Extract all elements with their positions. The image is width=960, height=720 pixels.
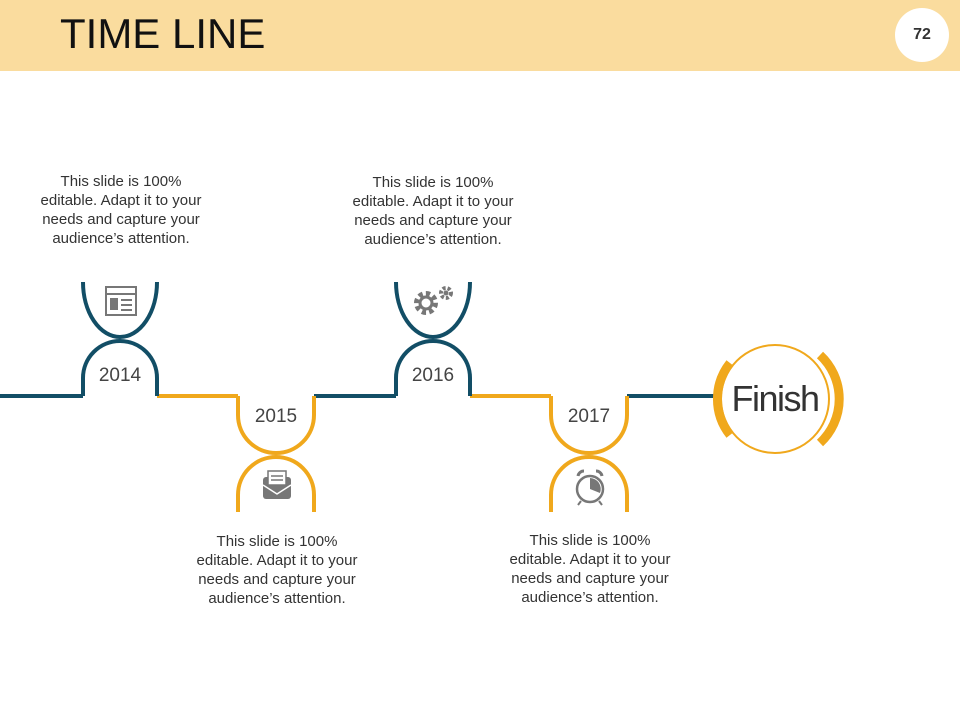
finish-right-accent xyxy=(816,351,844,447)
milestone-2015-year: 2015 xyxy=(254,406,298,427)
page-number-badge: 72 xyxy=(889,2,955,68)
milestone-2016-description: This slide is 100% editable. Adapt it to… xyxy=(352,174,514,248)
milestone-2016-shape xyxy=(394,281,472,396)
milestone-2015-shape xyxy=(236,396,316,512)
milestone-2015-lower-arc xyxy=(236,455,316,512)
page-number: 72 xyxy=(913,26,931,43)
finish-label: Finish xyxy=(731,378,820,419)
milestone-2014-upper-arc xyxy=(81,281,159,339)
milestone-2017-description: This slide is 100% editable. Adapt it to… xyxy=(509,532,671,606)
milestone-2016-lower-arc xyxy=(394,339,472,396)
finish-circle xyxy=(713,344,844,454)
milestone-2014-description: This slide is 100% editable. Adapt it to… xyxy=(40,173,202,247)
page-number-inner: 72 xyxy=(895,8,949,62)
milestone-2017-shape xyxy=(549,396,629,512)
gears-icon xyxy=(414,286,453,315)
milestone-2017-upper-arc xyxy=(549,396,629,455)
slide-title: TIME LINE xyxy=(60,10,266,57)
milestone-2015-upper-arc xyxy=(236,396,316,455)
milestone-2014-lower-arc xyxy=(81,339,159,396)
milestone-2015-description: This slide is 100% editable. Adapt it to… xyxy=(196,533,358,607)
envelope-letter-icon xyxy=(262,470,292,499)
browser-window-icon xyxy=(105,286,137,316)
milestone-2014-shape xyxy=(81,281,159,396)
milestone-2017-lower-arc xyxy=(549,455,629,512)
milestone-2016-year: 2016 xyxy=(411,365,455,386)
milestone-2014-year: 2014 xyxy=(98,365,142,386)
milestone-2016-upper-arc xyxy=(394,281,472,339)
header-bar: TIME LINE 72 xyxy=(0,0,960,71)
finish-left-accent xyxy=(713,360,734,438)
milestone-2017-year: 2017 xyxy=(567,406,611,427)
alarm-clock-icon xyxy=(575,469,605,506)
